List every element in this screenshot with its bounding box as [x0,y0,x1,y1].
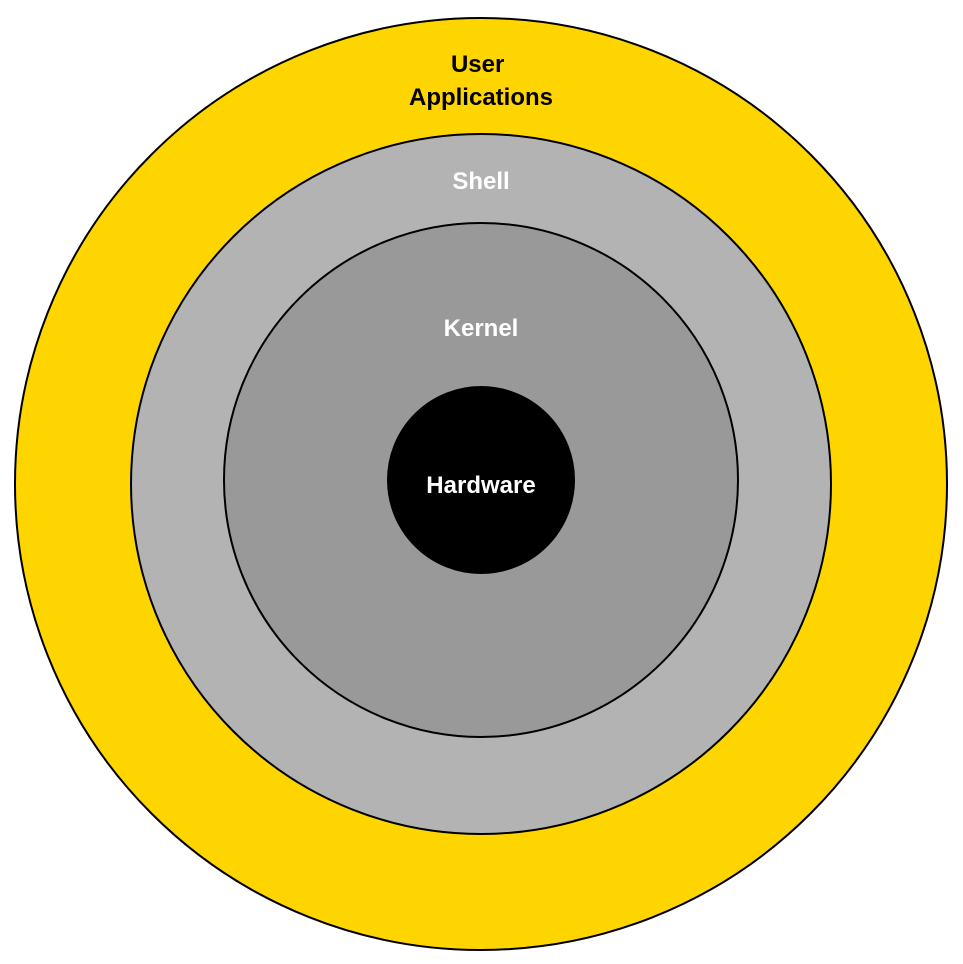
hardware-core [387,386,575,574]
kernel-label: Kernel [444,315,519,342]
hardware-label: Hardware [426,472,535,499]
shell-label: Shell [452,168,509,195]
user-applications-label: User Applications [409,51,553,111]
user-applications-label-line1: User [451,51,504,78]
user-applications-label-line2: Applications [409,84,553,111]
